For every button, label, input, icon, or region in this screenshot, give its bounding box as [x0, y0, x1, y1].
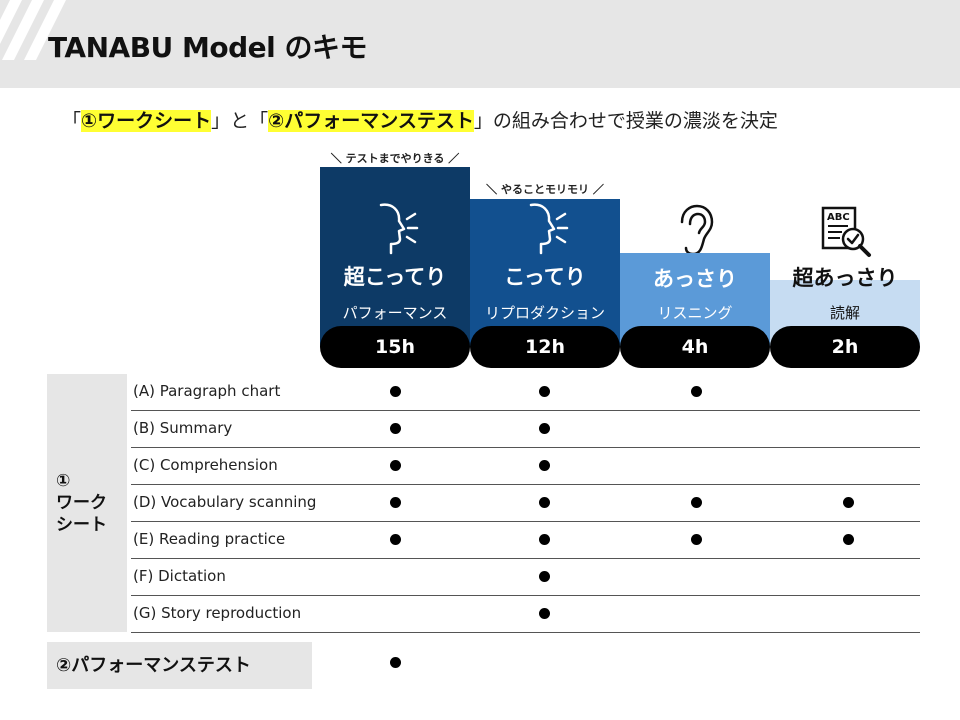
- subtitle-highlight-worksheet: ①ワークシート: [81, 110, 212, 132]
- hours-pill: 4h: [620, 326, 770, 368]
- mark-dot: [390, 657, 401, 668]
- page-title: TANABU Model のキモ: [48, 31, 368, 64]
- ear-icon: [680, 204, 714, 256]
- table-row: (D) Vocabulary scanning: [131, 485, 920, 522]
- hours-pill: 12h: [470, 326, 620, 368]
- mark-dot: [539, 534, 550, 545]
- hours-pill: 2h: [770, 326, 920, 368]
- row-label: (A) Paragraph chart: [133, 382, 281, 400]
- subtitle-bracket-open: 「: [62, 110, 82, 132]
- level-name: こってり: [504, 265, 586, 289]
- table-row: (A) Paragraph chart: [131, 374, 920, 411]
- level-name: あっさり: [653, 267, 737, 291]
- mark-dot: [390, 460, 401, 471]
- level-name: 超あっさり: [792, 266, 898, 290]
- mark-dot: [539, 460, 550, 471]
- mark-dot: [390, 497, 401, 508]
- mark-dot: [843, 497, 854, 508]
- row-label: (G) Story reproduction: [133, 604, 302, 622]
- table-row: (B) Summary: [131, 411, 920, 448]
- mark-dot: [539, 386, 550, 397]
- worksheet-label: ① ワーク シート: [56, 470, 107, 536]
- level-activity: 読解: [829, 304, 860, 322]
- table-row: (F) Dictation: [131, 559, 920, 596]
- row-label: (D) Vocabulary scanning: [133, 493, 317, 511]
- level-block-rich: こってり リプロダクション: [470, 199, 620, 347]
- speaking-head-icon: [379, 203, 419, 255]
- level-activity: リプロダクション: [484, 304, 605, 322]
- decorative-stripes: [0, 0, 66, 60]
- mark-dot: [539, 608, 550, 619]
- speaking-head-icon: [529, 203, 569, 255]
- mark-dot: [539, 571, 550, 582]
- level-name: 超こってり: [343, 265, 447, 289]
- level-activity: パフォーマンス: [342, 304, 448, 322]
- svg-text:ABC: ABC: [827, 212, 850, 223]
- mark-dot: [539, 423, 550, 434]
- header-bar: TANABU Model のキモ: [0, 0, 960, 88]
- subtitle: 「①ワークシート」と「②パフォーマンステスト」の組み合わせで授業の濃淡を決定: [62, 106, 778, 133]
- reading-check-icon: ABC: [821, 206, 871, 257]
- mark-dot: [539, 497, 550, 508]
- performance-test-label-cell: [47, 642, 312, 689]
- level-block-super-rich: 超こってり パフォーマンス: [320, 167, 470, 347]
- mark-dot: [390, 386, 401, 397]
- mark-dot: [390, 423, 401, 434]
- subtitle-middle: 」と「: [211, 110, 269, 132]
- row-label: (B) Summary: [133, 419, 233, 437]
- row-label: (C) Comprehension: [133, 456, 278, 474]
- mark-dot: [691, 534, 702, 545]
- row-label: (E) Reading practice: [133, 530, 286, 548]
- mark-dot: [691, 497, 702, 508]
- performance-test-label: ②パフォーマンステスト: [56, 655, 251, 676]
- subtitle-ending: 」の組み合わせで授業の濃淡を決定: [473, 110, 778, 132]
- row-label: (F) Dictation: [133, 567, 226, 585]
- worksheet-label-number: ①: [56, 471, 71, 491]
- level-activity: リスニング: [657, 304, 733, 322]
- table-row: (G) Story reproduction: [131, 596, 920, 633]
- mark-dot: [843, 534, 854, 545]
- table-row: (C) Comprehension: [131, 448, 920, 485]
- subtitle-highlight-performance-test: ②パフォーマンステスト: [268, 110, 474, 132]
- table-row: (E) Reading practice: [131, 522, 920, 559]
- mark-dot: [390, 534, 401, 545]
- worksheet-label-cell: [47, 374, 127, 632]
- mark-dot: [691, 386, 702, 397]
- annotation-test: ＼ テストまでやりきる ／: [330, 152, 460, 165]
- worksheet-label-line: シート: [56, 515, 107, 535]
- hours-pill: 15h: [320, 326, 470, 368]
- annotation-more-work: ＼ やることモリモリ ／: [486, 183, 604, 196]
- worksheet-label-line: ワーク: [56, 493, 107, 513]
